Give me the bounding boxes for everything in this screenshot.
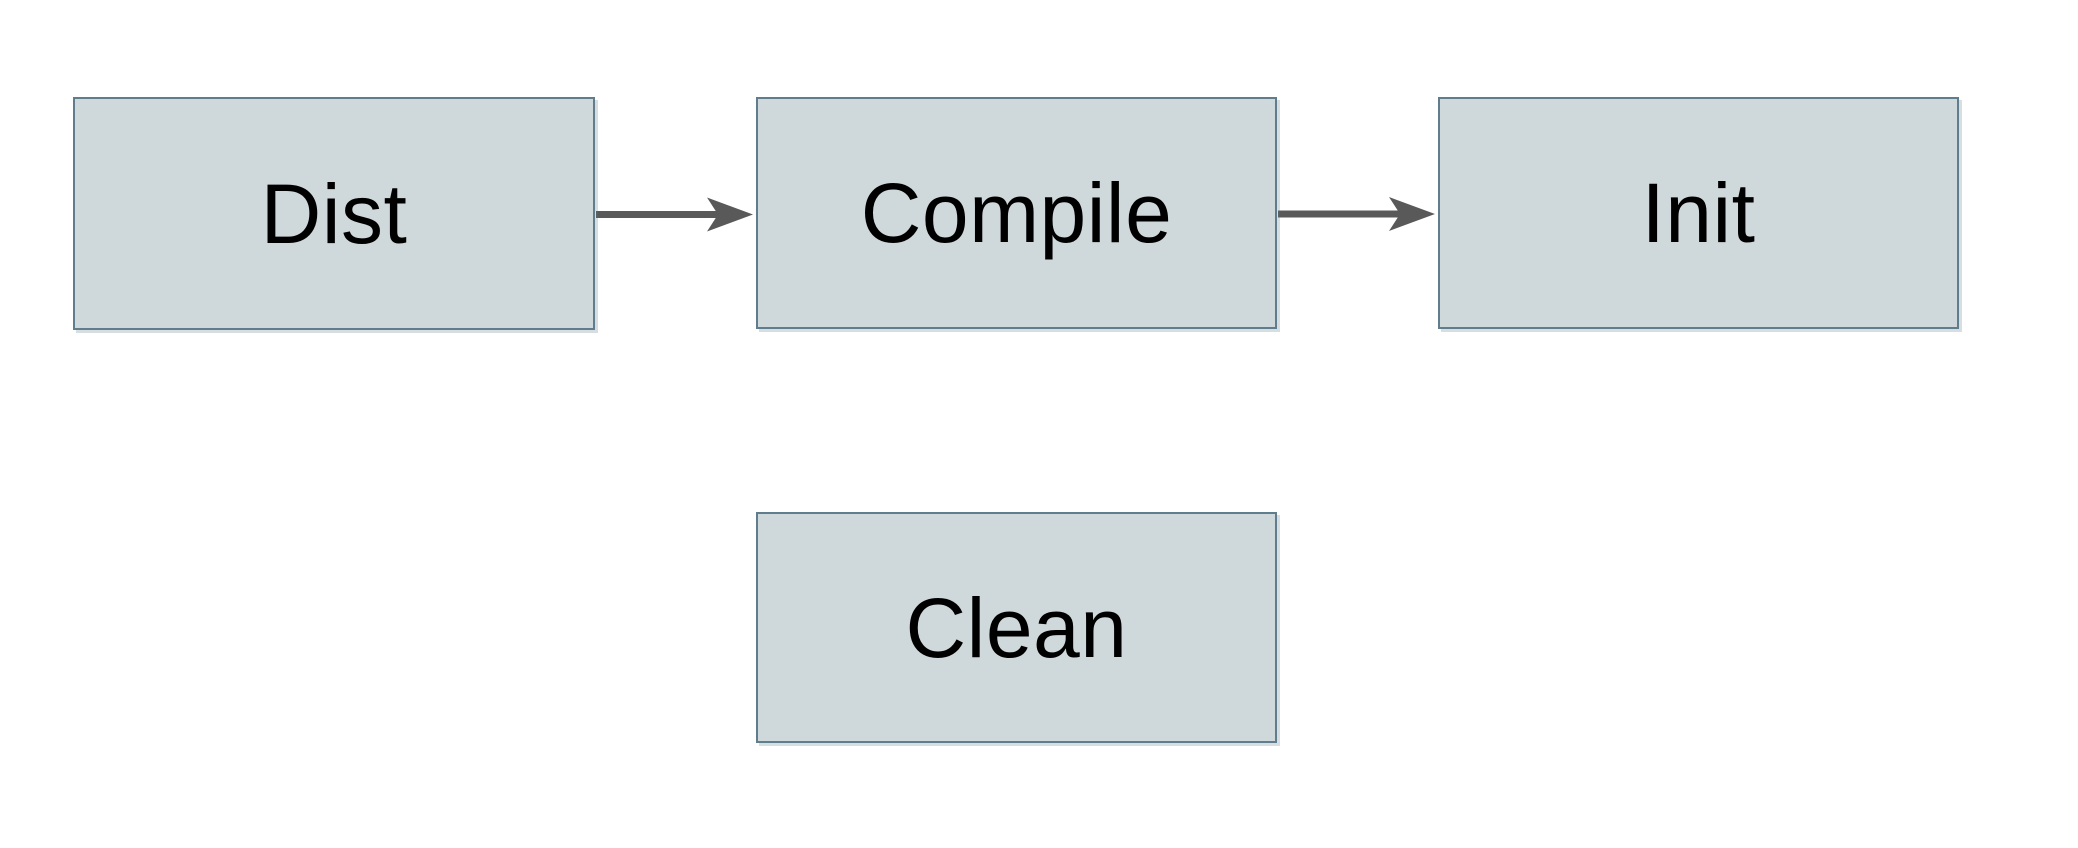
node-dist-label: Dist xyxy=(260,166,408,261)
node-init[interactable]: Init xyxy=(1438,97,1959,329)
arrow-dist-to-compile[interactable] xyxy=(596,197,753,232)
node-clean[interactable]: Clean xyxy=(756,512,1277,743)
node-dist[interactable]: Dist xyxy=(73,97,595,330)
node-compile[interactable]: Compile xyxy=(756,97,1277,329)
node-init-label: Init xyxy=(1641,166,1756,260)
node-clean-label: Clean xyxy=(905,580,1128,675)
node-compile-label: Compile xyxy=(860,166,1173,260)
arrow-compile-to-init[interactable] xyxy=(1278,197,1435,231)
